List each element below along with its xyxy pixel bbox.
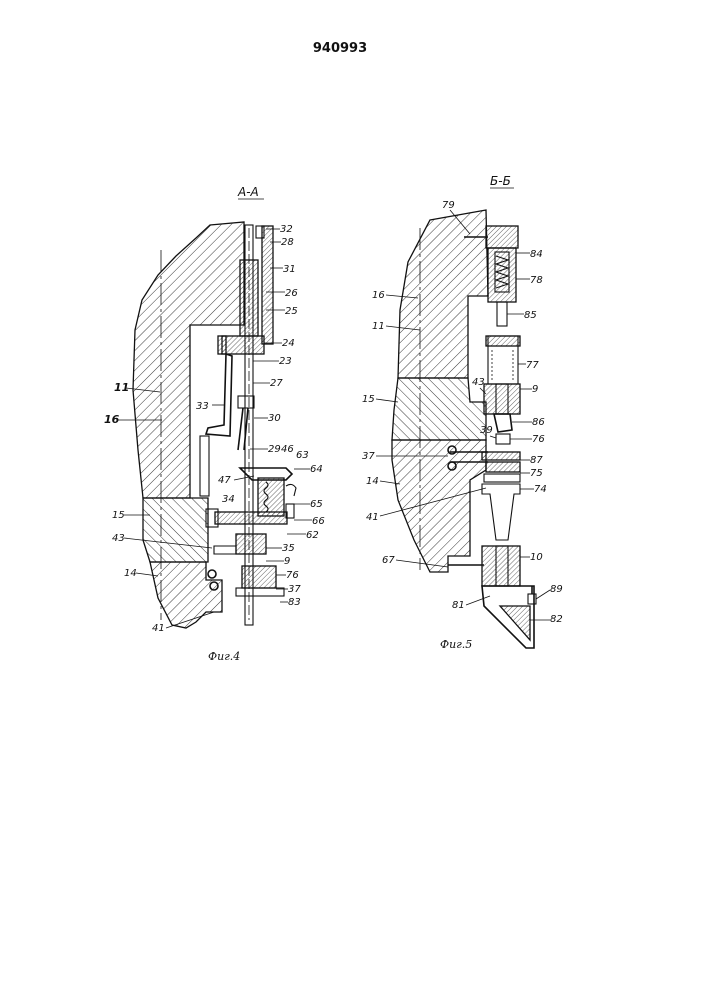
fig4-label-23: 23 (279, 356, 292, 367)
fig5-label-77: 77 (526, 360, 539, 371)
fig5-label-9: 9 (532, 384, 538, 395)
fig4-label-14: 14 (124, 568, 137, 579)
fig5-label-16: 16 (372, 290, 385, 301)
fig4-label-28: 28 (281, 237, 294, 248)
fig4-caption: Фиг.4 (208, 650, 240, 663)
fig5-label-15: 15 (362, 394, 375, 405)
fig4-label-63: 63 (296, 450, 309, 461)
fig4-shelf (215, 512, 287, 524)
fig5-taper-74 (482, 484, 520, 540)
fig5-label-39: 39 (480, 425, 493, 436)
fig4-label-27: 27 (270, 378, 283, 389)
fig5-section-label: Б-Б (490, 174, 511, 188)
fig4-label-41: 41 (152, 623, 165, 634)
fig5-block-10 (482, 546, 520, 586)
fig4-label-15: 15 (112, 510, 125, 521)
fig5-label-67: 67 (382, 555, 395, 566)
fig4-label-11: 11 (114, 381, 129, 394)
fig5-label-37: 37 (362, 451, 375, 462)
fig4-label-76: 76 (286, 570, 299, 581)
fig5-block-9 (484, 384, 520, 414)
patent-number: 940993 (313, 41, 367, 56)
fig4-body-middle (143, 498, 208, 562)
figure-5: Б-Б (362, 174, 563, 651)
fig4-gripper (242, 566, 276, 588)
fig5-label-81: 81 (452, 600, 465, 611)
fig5-label-75: 75 (530, 468, 543, 479)
fig5-spring-housing (488, 248, 516, 302)
fig4-label-9: 9 (284, 556, 290, 567)
fig5-caption: Фиг.5 (440, 638, 472, 651)
fig4-housing-24 (222, 336, 264, 354)
fig4-label-83: 83 (288, 597, 301, 608)
fig5-label-74: 74 (534, 484, 547, 495)
fig4-label-65: 65 (310, 499, 323, 510)
fig5-label-87: 87 (530, 455, 543, 466)
fig4-label-47: 47 (218, 475, 231, 486)
fig4-plate (262, 226, 273, 344)
fig4-label-26: 26 (285, 288, 298, 299)
fig4-block-35 (236, 534, 266, 554)
fig5-label-78: 78 (530, 275, 543, 286)
fig5-label-41: 41 (366, 512, 379, 523)
fig5-label-10: 10 (530, 552, 543, 563)
fig4-label-46: 46 (281, 444, 294, 455)
figure-4: А-А (104, 185, 325, 663)
fig5-label-89: 89 (550, 584, 563, 595)
fig5-label-86: 86 (532, 417, 545, 428)
fig4-label-37: 37 (288, 584, 301, 595)
fig4-label-35: 35 (282, 543, 295, 554)
fig4-label-43: 43 (112, 533, 125, 544)
fig4-label-25: 25 (285, 306, 298, 317)
fig5-label-84: 84 (530, 249, 543, 260)
fig5-top-plate (486, 226, 518, 248)
fig4-body-upper (133, 222, 244, 498)
fig5-label-76: 76 (532, 434, 545, 445)
fig4-spring-housing (258, 478, 284, 516)
fig4-label-34: 34 (222, 494, 235, 505)
fig4-section-label: А-А (237, 185, 259, 199)
fig4-arm-30 (238, 396, 254, 408)
fig4-label-24: 24 (282, 338, 295, 349)
fig5-ring-87 (482, 452, 520, 460)
fig5-label-79: 79 (442, 200, 455, 211)
fig4-label-30: 30 (268, 413, 281, 424)
fig4-label-29: 29 (268, 444, 281, 455)
fig4-label-16: 16 (104, 413, 120, 426)
fig4-label-64: 64 (310, 464, 323, 475)
fig4-label-31: 31 (283, 264, 296, 275)
fig4-ball-upper (208, 570, 216, 578)
fig4-lever-33 (206, 354, 232, 436)
fig4-label-33: 33 (196, 401, 209, 412)
fig5-label-14: 14 (366, 476, 379, 487)
fig5-body-upper (398, 210, 488, 378)
fig5-label-82: 82 (550, 614, 563, 625)
fig4-label-66: 66 (312, 516, 325, 527)
fig5-label-11: 11 (372, 321, 385, 332)
fig5-label-43: 43 (472, 377, 485, 388)
fig4-label-62: 62 (306, 530, 319, 541)
fig5-label-85: 85 (524, 310, 537, 321)
fig4-label-32: 32 (280, 224, 293, 235)
fig5-body-lower (392, 440, 486, 572)
